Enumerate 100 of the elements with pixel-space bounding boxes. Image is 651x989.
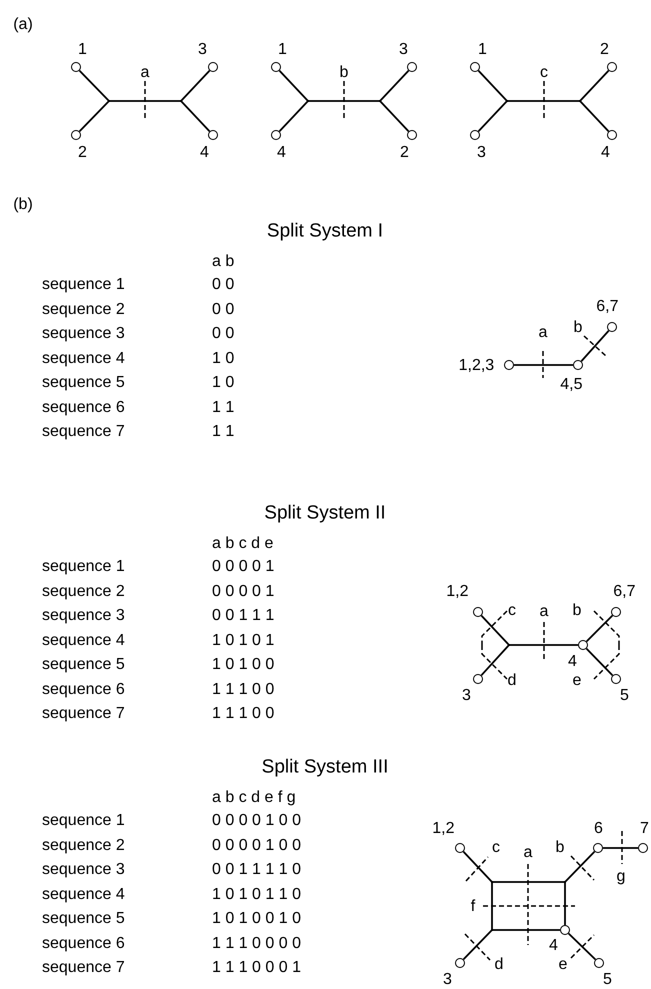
table-cell: 1 0 1 0 1 <box>212 632 274 650</box>
leaf-label: 3 <box>462 688 471 706</box>
row-label: sequence 7 <box>42 423 125 441</box>
row-label: sequence 4 <box>42 886 125 904</box>
split-label: a <box>538 324 548 342</box>
row-label: sequence 1 <box>42 812 125 830</box>
column-header: a b c d e f g <box>212 789 296 807</box>
table-cell: 1 1 <box>212 423 234 441</box>
branch-line <box>478 70 508 102</box>
split-label: d <box>508 672 516 690</box>
branch-line <box>492 929 560 931</box>
leaf-label: 1,2,3 <box>458 358 494 376</box>
row-label: sequence 3 <box>42 607 125 625</box>
split-label: b <box>556 839 564 857</box>
branch-line <box>507 100 580 102</box>
split-label: g <box>616 868 626 886</box>
table-cell: 1 1 1 0 0 <box>212 681 274 699</box>
table-cell: 0 0 <box>212 276 234 294</box>
table-cell: 1 1 <box>212 399 234 417</box>
leaf-label: 6,7 <box>613 584 636 602</box>
table-cell: 0 0 <box>212 301 234 319</box>
branch-line <box>278 100 309 132</box>
leaf-label: 2 <box>78 144 87 162</box>
leaf-label: 5 <box>602 972 612 989</box>
column-header: a b c d e <box>212 535 274 553</box>
leaf-label: 4 <box>600 144 610 162</box>
split-label: a <box>524 844 532 862</box>
branch-line <box>580 330 610 362</box>
branch-line <box>480 615 510 646</box>
split-label: a <box>140 64 150 82</box>
split-label: d <box>494 956 504 974</box>
table-cell: 0 0 1 1 1 1 0 <box>212 861 301 879</box>
row-label: sequence 7 <box>42 959 125 977</box>
leaf-label: 1 <box>278 42 287 60</box>
split-label: c <box>540 64 548 82</box>
table-cell: 1 1 1 0 0 0 1 <box>212 959 301 977</box>
leaf-label: 3 <box>476 144 486 162</box>
branch-line <box>603 847 638 849</box>
branch-line <box>109 100 181 102</box>
row-label: sequence 5 <box>42 910 125 928</box>
split-label: b <box>574 319 582 337</box>
branch-line <box>491 882 493 930</box>
table-cell: 1 1 1 0 0 <box>212 705 274 723</box>
row-label: sequence 6 <box>42 399 125 417</box>
split-label: a <box>540 603 548 621</box>
row-label: sequence 2 <box>42 583 125 601</box>
panel-title: Split System I <box>266 222 384 242</box>
row-label: sequence 4 <box>42 632 125 650</box>
leaf-label: 2 <box>400 144 409 162</box>
branch-line <box>379 100 410 132</box>
branch-line <box>462 851 493 883</box>
table-cell: 0 0 0 0 1 0 0 <box>212 837 301 855</box>
split-label: e <box>558 956 568 974</box>
branch-line <box>480 644 510 676</box>
branch-line <box>379 70 410 102</box>
row-label: sequence 2 <box>42 837 125 855</box>
table-cell: 0 0 1 1 1 <box>212 607 274 625</box>
leaf-label: 2 <box>600 42 609 60</box>
row-label: sequence 5 <box>42 374 125 392</box>
table-cell: 0 0 <box>212 325 234 343</box>
panel-label: (b) <box>13 196 33 214</box>
split-label: b <box>340 64 348 82</box>
table-cell: 1 0 <box>212 374 234 392</box>
split-label: f <box>470 898 476 916</box>
leaf-label: 5 <box>620 688 629 706</box>
branch-line <box>564 882 566 925</box>
table-cell: 1 0 1 0 1 1 0 <box>212 886 301 904</box>
branch-line <box>278 70 309 102</box>
leaf-label: 1 <box>478 42 487 60</box>
leaf-label: 4 <box>568 654 577 672</box>
leaf-label: 4,5 <box>560 376 583 394</box>
leaf-label: 6 <box>594 820 603 838</box>
table-cell: 0 0 0 0 1 0 0 <box>212 812 301 830</box>
branch-line <box>180 100 210 132</box>
panel-title: Split System II <box>264 504 386 524</box>
branch-line <box>180 70 210 102</box>
column-header: a b <box>212 253 234 271</box>
branch-line <box>78 70 110 102</box>
row-label: sequence 3 <box>42 325 125 343</box>
branch-line <box>564 850 596 883</box>
row-label: sequence 4 <box>42 350 125 368</box>
branch-line <box>509 644 578 646</box>
leaf-label: 4 <box>276 144 286 162</box>
leaf-label: 1,2 <box>432 820 455 838</box>
split-label: c <box>508 602 516 620</box>
table-cell: 0 0 0 0 1 <box>212 583 274 601</box>
table-cell: 1 0 1 0 0 1 0 <box>212 910 301 928</box>
row-label: sequence 2 <box>42 301 125 319</box>
split-label: e <box>572 672 582 690</box>
leaf-label: 7 <box>640 820 649 838</box>
branch-line <box>492 881 565 883</box>
branch-line <box>514 364 573 366</box>
leaf-label: 1 <box>78 42 87 60</box>
row-label: sequence 1 <box>42 558 125 576</box>
branch-line <box>478 100 508 132</box>
leaf-label: 3 <box>398 42 408 60</box>
row-label: sequence 1 <box>42 276 125 294</box>
leaf-label: 4 <box>200 144 209 162</box>
table-cell: 1 0 <box>212 350 234 368</box>
leaf-label: 3 <box>442 972 452 989</box>
